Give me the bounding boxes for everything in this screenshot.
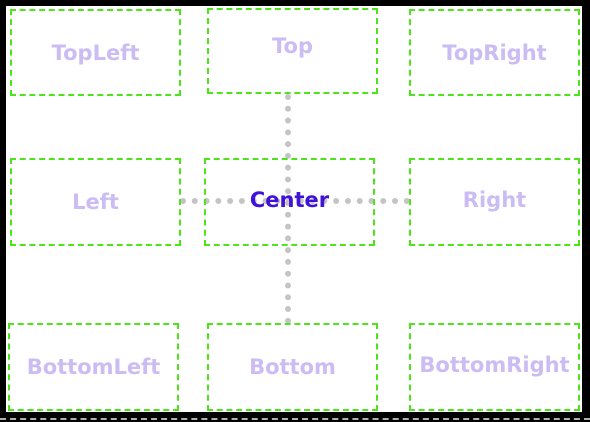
label-bottom-right: BottomRight: [419, 353, 570, 377]
label-bottom-left: BottomLeft: [26, 355, 161, 379]
guide-line-horizontal: [180, 198, 410, 204]
label-bottom: Bottom: [249, 355, 336, 379]
label-right: Right: [462, 188, 527, 212]
box-top: Top: [207, 8, 378, 94]
bottom-dashed-line: [0, 418, 590, 420]
box-center: Center: [204, 158, 375, 246]
guide-line-vertical: [285, 94, 291, 324]
box-top-right: TopRight: [409, 9, 580, 96]
box-right: Right: [409, 158, 580, 246]
label-left: Left: [72, 190, 119, 214]
box-left: Left: [10, 158, 181, 246]
box-bottom: Bottom: [207, 323, 378, 411]
label-top-right: TopRight: [442, 40, 547, 65]
label-top: Top: [272, 34, 313, 58]
box-bottom-right: BottomRight: [409, 323, 580, 411]
box-bottom-left: BottomLeft: [8, 323, 179, 411]
label-center: Center: [249, 188, 330, 212]
box-top-left: TopLeft: [10, 9, 181, 96]
label-top-left: TopLeft: [51, 40, 140, 65]
